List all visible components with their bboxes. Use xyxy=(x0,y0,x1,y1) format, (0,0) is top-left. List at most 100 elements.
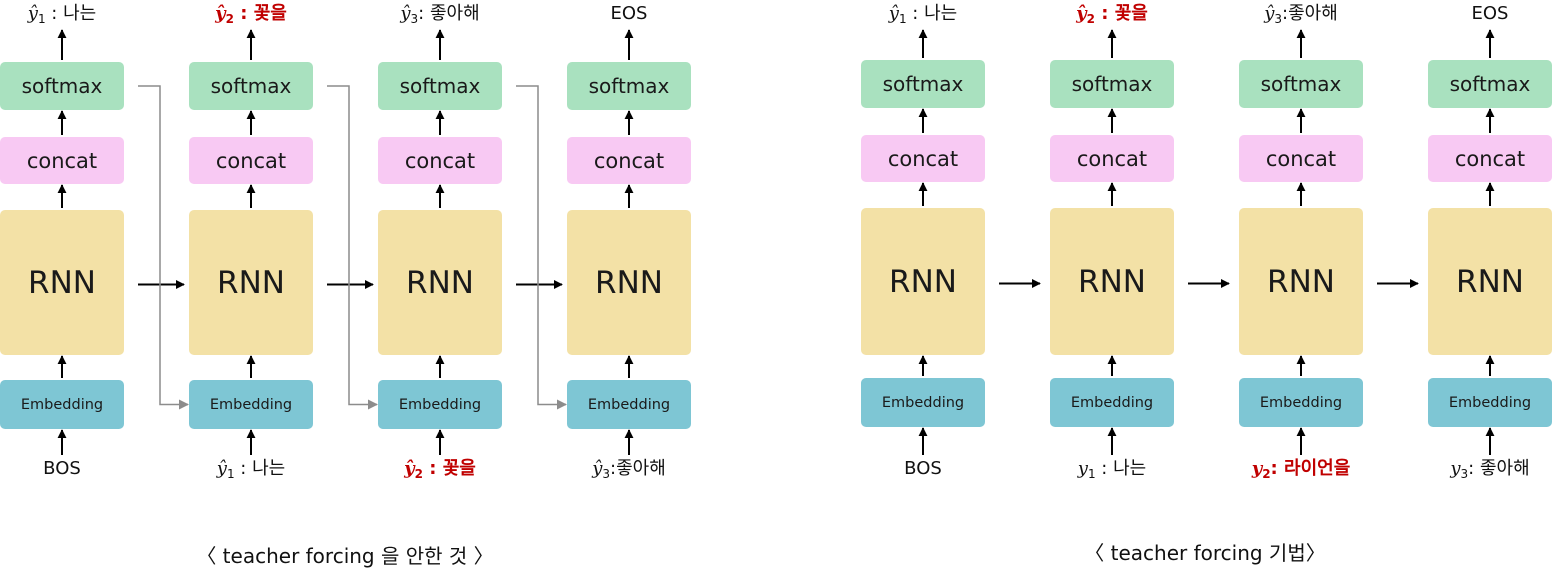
concat-block: concat xyxy=(0,137,124,184)
token-symbol: ŷ xyxy=(1264,3,1275,24)
embedding-block: Embedding xyxy=(567,380,691,429)
token-word: 라이언을 xyxy=(1284,458,1351,479)
input-token-label: y2: 라이언을 xyxy=(1252,458,1351,485)
feedback-arrow xyxy=(516,85,567,410)
token-index: 2 xyxy=(1262,467,1271,481)
embedding-block: Embedding xyxy=(1428,378,1552,427)
token-word: 꽃을 xyxy=(253,3,287,24)
softmax-block: softmax xyxy=(1428,60,1552,108)
token-separator: : xyxy=(1468,458,1480,479)
rnn-block: RNN xyxy=(0,210,124,355)
token-index: 3 xyxy=(1460,467,1469,481)
concat-block: concat xyxy=(1050,135,1174,182)
caption-teacher-forcing: 〈 teacher forcing 기법〉 xyxy=(1084,541,1326,565)
token-index: 1 xyxy=(1087,467,1096,481)
rnn-block: RNN xyxy=(1239,208,1363,355)
softmax-block: softmax xyxy=(378,62,502,110)
output-token-label: EOS xyxy=(1471,3,1509,24)
input-token-label: ŷ2 : 꽃을 xyxy=(404,458,476,485)
softmax-block: softmax xyxy=(1239,60,1363,108)
token-word: 꽃을 xyxy=(442,458,476,479)
softmax-block: softmax xyxy=(1050,60,1174,108)
input-token-label: y1 : 나는 xyxy=(1078,458,1146,485)
concat-block: concat xyxy=(378,137,502,184)
rnn-block: RNN xyxy=(378,210,502,355)
token-symbol: y xyxy=(1251,458,1263,479)
concat-block: concat xyxy=(1428,135,1552,182)
token-word: 좋아해 xyxy=(429,3,480,24)
token-separator: : xyxy=(906,3,925,24)
token-separator: : xyxy=(418,3,430,24)
softmax-block: softmax xyxy=(189,62,313,110)
input-token-label: BOS xyxy=(43,458,81,479)
embedding-block: Embedding xyxy=(1239,378,1363,427)
arrow-layer xyxy=(57,29,1495,455)
feedback-arrow xyxy=(138,85,189,410)
token-word: 꽃을 xyxy=(1114,3,1148,24)
output-token-label: EOS xyxy=(610,3,648,24)
embedding-block: Embedding xyxy=(1050,378,1174,427)
input-token-label: ŷ1 : 나는 xyxy=(217,458,285,485)
token-word: 나는 xyxy=(63,3,97,24)
embedding-block: Embedding xyxy=(378,380,502,429)
output-token-label: ŷ3:좋아해 xyxy=(1264,3,1338,30)
input-token-label: BOS xyxy=(904,458,942,479)
output-token-label: ŷ1 : 나는 xyxy=(28,3,96,30)
token-separator: : xyxy=(1270,458,1285,479)
output-token-label: ŷ1 : 나는 xyxy=(889,3,957,30)
token-index: 2 xyxy=(414,467,423,481)
softmax-block: softmax xyxy=(0,62,124,110)
rnn-block: RNN xyxy=(567,210,691,355)
rnn-block: RNN xyxy=(861,208,985,355)
token-separator: : xyxy=(233,3,254,24)
softmax-block: softmax xyxy=(861,60,985,108)
embedding-block: Embedding xyxy=(189,380,313,429)
input-token-label: y3: 좋아해 xyxy=(1450,458,1529,485)
concat-block: concat xyxy=(861,135,985,182)
softmax-block: softmax xyxy=(567,62,691,110)
token-word: 좋아해 xyxy=(1479,458,1530,479)
token-symbol: ŷ xyxy=(888,3,899,24)
token-word: 나는 xyxy=(1113,458,1147,479)
token-index: 3 xyxy=(1274,12,1283,26)
token-index: 2 xyxy=(1086,12,1095,26)
token-word: 나는 xyxy=(924,3,958,24)
token-index: 2 xyxy=(225,12,234,26)
token-separator: : xyxy=(422,458,443,479)
token-separator: : xyxy=(1094,3,1115,24)
output-token-label: ŷ2 : 꽃을 xyxy=(215,3,287,30)
token-index: 1 xyxy=(37,12,46,26)
token-word: 나는 xyxy=(252,458,286,479)
rnn-block: RNN xyxy=(189,210,313,355)
token-separator: : xyxy=(610,458,617,479)
token-index: 3 xyxy=(410,12,419,26)
token-separator: : xyxy=(234,458,253,479)
token-symbol: ŷ xyxy=(216,458,227,479)
token-index: 1 xyxy=(226,467,235,481)
rnn-block: RNN xyxy=(1428,208,1552,355)
token-separator: : xyxy=(1282,3,1289,24)
token-index: 3 xyxy=(602,467,611,481)
token-separator: : xyxy=(1095,458,1114,479)
token-symbol: ŷ xyxy=(400,3,411,24)
embedding-block: Embedding xyxy=(0,380,124,429)
embedding-block: Embedding xyxy=(861,378,985,427)
token-index: 1 xyxy=(898,12,907,26)
token-symbol: ŷ xyxy=(404,458,415,479)
token-symbol: ŷ xyxy=(592,458,603,479)
token-symbol: ŷ xyxy=(215,3,226,24)
output-token-label: ŷ3: 좋아해 xyxy=(400,3,479,30)
caption-without-teacher-forcing: 〈 teacher forcing 을 안한 것 〉 xyxy=(196,544,494,568)
concat-block: concat xyxy=(567,137,691,184)
concat-block: concat xyxy=(1239,135,1363,182)
token-symbol: y xyxy=(1450,458,1461,479)
feedback-arrow xyxy=(327,85,378,410)
output-token-label: ŷ2 : 꽃을 xyxy=(1076,3,1148,30)
token-symbol: y xyxy=(1077,458,1088,479)
token-separator: : xyxy=(45,3,64,24)
concat-block: concat xyxy=(189,137,313,184)
rnn-block: RNN xyxy=(1050,208,1174,355)
token-word: 좋아해 xyxy=(1288,3,1338,24)
input-token-label: ŷ3:좋아해 xyxy=(592,458,666,485)
